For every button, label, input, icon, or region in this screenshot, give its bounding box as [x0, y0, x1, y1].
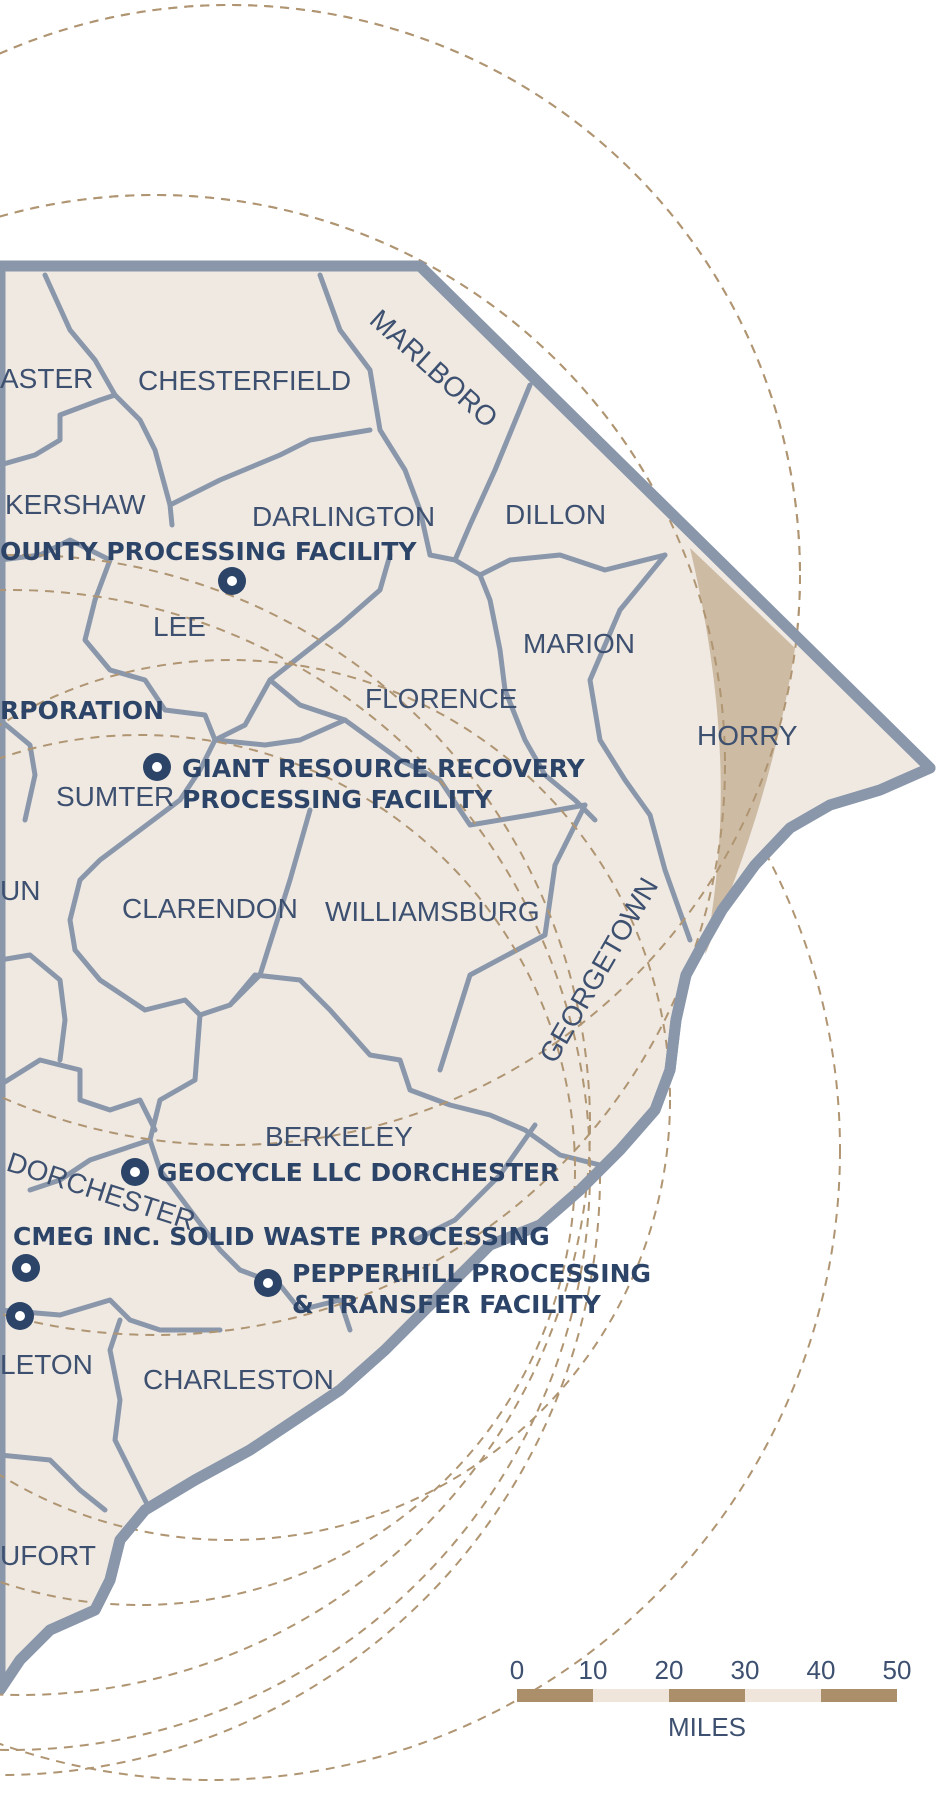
facility-marker[interactable] — [6, 1302, 34, 1330]
county-label-florence: FLORENCE — [365, 683, 517, 714]
county-label-leton: LETON — [0, 1349, 93, 1380]
facility-label-pepperhill-line1: PEPPERHILL PROCESSING — [292, 1259, 651, 1288]
county-label-berkeley: BERKELEY — [265, 1121, 413, 1152]
scale-unit: MILES — [668, 1712, 746, 1742]
scale-segment — [517, 1689, 593, 1702]
county-label-charleston: CHARLESTON — [143, 1364, 334, 1395]
facility-label-cmeg: CMEG INC. SOLID WASTE PROCESSING — [13, 1222, 550, 1251]
county-label-un: UN — [0, 875, 40, 906]
scale-tick-10: 10 — [579, 1655, 608, 1685]
facility-marker[interactable] — [218, 567, 246, 595]
facility-marker[interactable] — [143, 753, 171, 781]
facility-marker[interactable] — [254, 1269, 282, 1297]
scale-segment — [669, 1689, 745, 1702]
scale-tick-30: 30 — [731, 1655, 760, 1685]
scale-bar: 0 10 20 30 40 50 MILES — [510, 1655, 912, 1742]
county-label-williamsburg: WILLIAMSBURG — [325, 896, 540, 927]
county-label-horry: HORRY — [697, 720, 798, 751]
radius-circles-inner — [0, 4, 801, 1751]
radius-circle — [0, 4, 801, 1146]
scale-tick-40: 40 — [807, 1655, 836, 1685]
facility-labels: OUNTY PROCESSING FACILITY RPORATION GIAN… — [0, 537, 651, 1319]
county-label-chesterfield: CHESTERFIELD — [138, 365, 351, 396]
scale-tick-50: 50 — [883, 1655, 912, 1685]
county-label-ufort: UFORT — [0, 1540, 96, 1571]
county-label-marion: MARION — [523, 628, 635, 659]
radius-circle — [0, 659, 671, 1541]
scale-segment — [821, 1689, 897, 1702]
scale-segment — [593, 1689, 669, 1702]
facility-label-giant-line2: PROCESSING FACILITY — [182, 785, 493, 814]
radius-overlap-highlight — [690, 548, 795, 955]
county-label-sumter: SUMTER — [56, 781, 174, 812]
facility-label-geocycle: GEOCYCLE LLC DORCHESTER — [157, 1158, 559, 1187]
county-label-darlington: DARLINGTON — [252, 501, 435, 532]
county-label-lee: LEE — [153, 611, 206, 642]
facility-label-giant-line1: GIANT RESOURCE RECOVERY — [182, 754, 586, 783]
scale-tick-0: 0 — [510, 1655, 524, 1685]
radius-circle — [0, 554, 591, 1696]
facility-label-corporation: RPORATION — [0, 696, 164, 725]
county-label-aster: ASTER — [0, 363, 93, 394]
state-land — [0, 260, 936, 1696]
facility-label-county-processing: OUNTY PROCESSING FACILITY — [0, 537, 417, 566]
facility-marker[interactable] — [121, 1158, 149, 1186]
county-label-dillon: DILLON — [505, 499, 606, 530]
radius-circle — [0, 194, 726, 1336]
county-label-kershaw: KERSHAW — [5, 489, 146, 520]
facility-label-pepperhill-line2: & TRANSFER FACILITY — [292, 1290, 602, 1319]
state-border — [0, 260, 936, 1694]
facility-marker[interactable] — [12, 1254, 40, 1282]
county-borders — [0, 272, 693, 1513]
scale-segment — [745, 1689, 821, 1702]
county-label-clarendon: CLARENDON — [122, 893, 298, 924]
radius-circle — [0, 734, 576, 1606]
scale-tick-20: 20 — [655, 1655, 684, 1685]
facility-markers — [6, 567, 282, 1330]
radius-circle — [0, 589, 591, 1751]
